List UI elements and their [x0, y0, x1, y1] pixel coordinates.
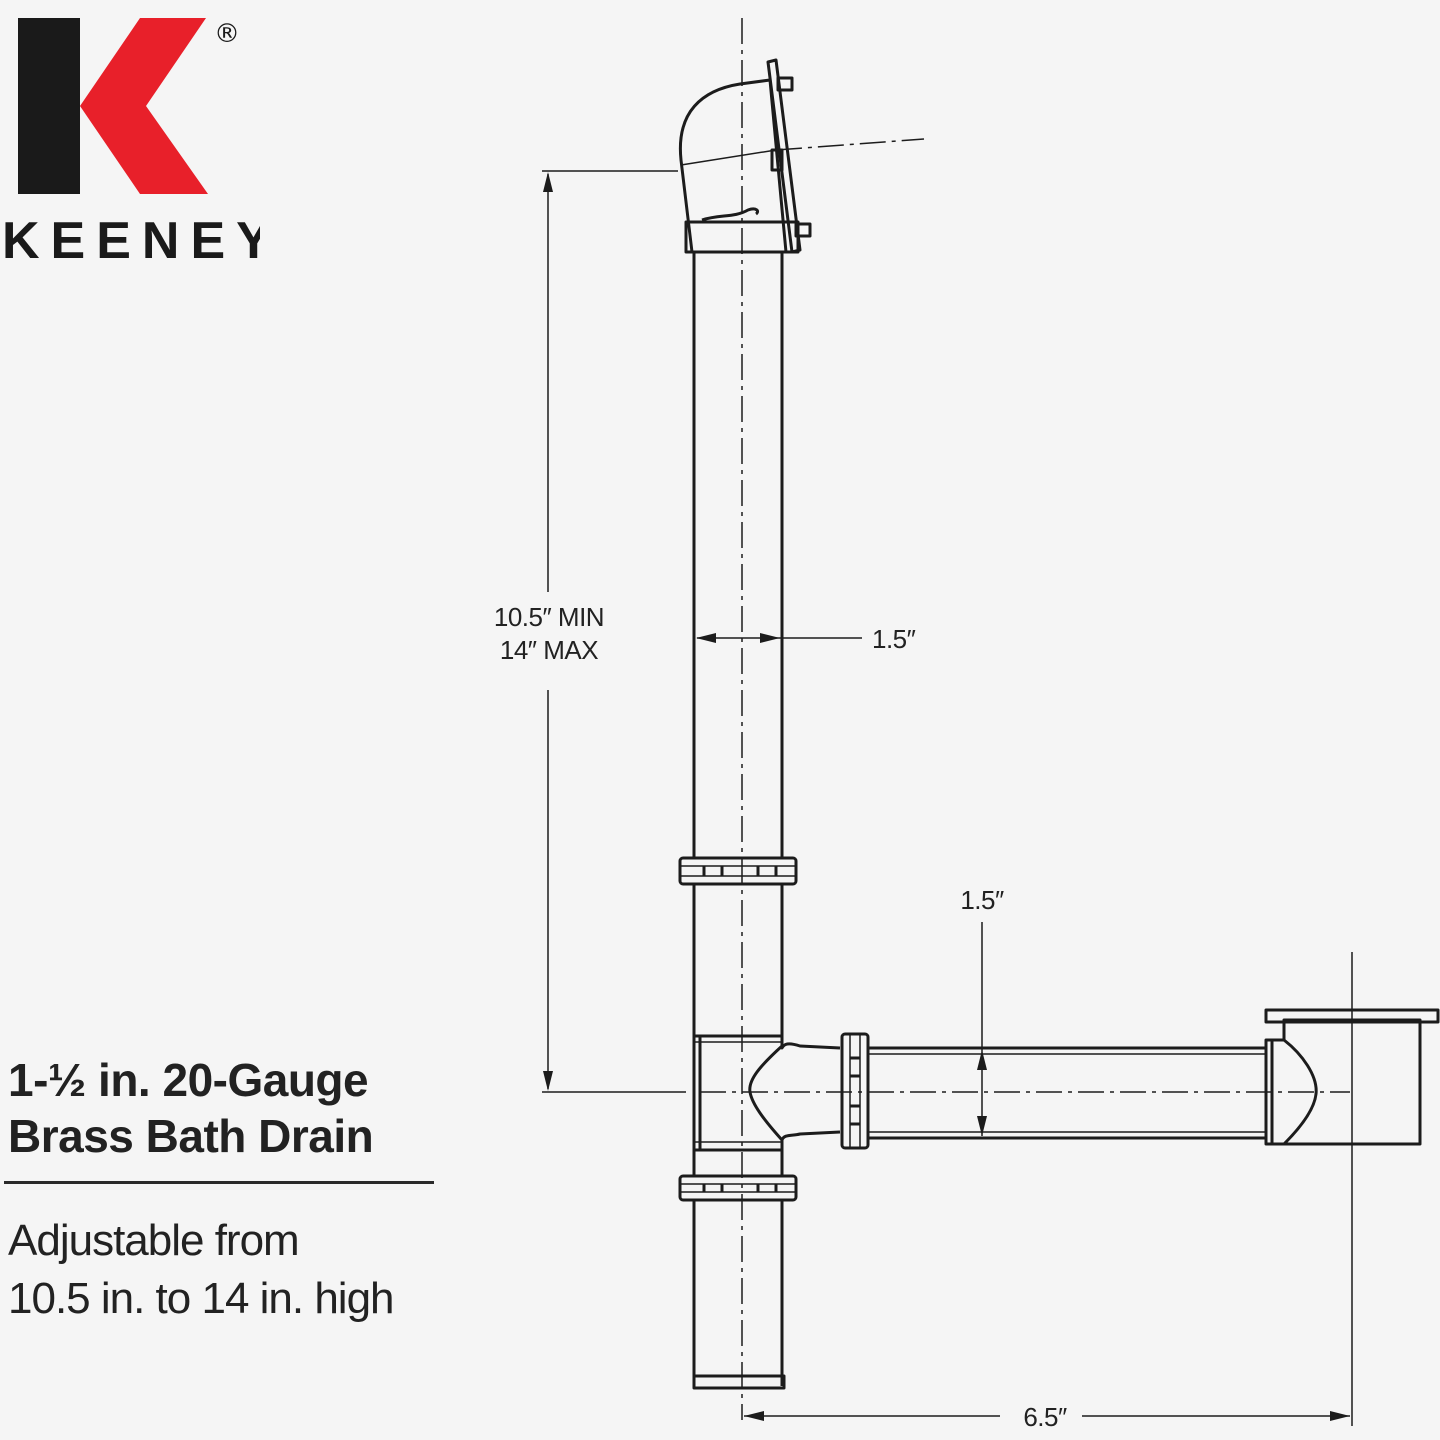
horizontal-length-label: 6.5″	[1023, 1402, 1067, 1432]
hpipe-arrow-top	[977, 1050, 987, 1070]
height-arrow-top	[543, 172, 553, 192]
title-divider	[4, 1181, 434, 1184]
tee-upper-tube	[692, 884, 784, 1038]
product-title-line-1: 1-½ in. 20-Gauge	[8, 1054, 369, 1106]
logo-wordmark: KEENEY	[2, 212, 260, 270]
drain-shoe-tube	[868, 1046, 1266, 1140]
tee-fitting	[692, 1034, 841, 1152]
vertical-pipe-diameter-label: 1.5″	[872, 624, 916, 654]
keeney-logo: ® KEENEY	[2, 18, 260, 270]
product-subtitle-line-2: 10.5 in. to 14 in. high	[8, 1274, 395, 1323]
vpipe-arrow-right	[760, 633, 780, 643]
product-subtitle-line-1: Adjustable from	[8, 1216, 300, 1265]
vpipe-arrow-left	[696, 633, 716, 643]
height-max-label: 14″ MAX	[500, 635, 598, 665]
length-arrow-left	[744, 1411, 764, 1421]
length-arrow-right	[1330, 1411, 1350, 1421]
product-title-line-2: Brass Bath Drain	[8, 1110, 374, 1162]
logo-registered-mark: ®	[214, 19, 240, 49]
upper-slip-nut	[678, 856, 798, 886]
overflow-tube	[692, 252, 784, 858]
product-subtitle: Adjustable from 10.5 in. to 14 in. high	[8, 1212, 438, 1328]
overflow-elbow	[678, 78, 788, 253]
product-title: 1-½ in. 20-Gauge Brass Bath Drain	[8, 1052, 438, 1164]
hpipe-arrow-bottom	[977, 1116, 987, 1136]
tee-lower-neck	[692, 1150, 784, 1176]
horizontal-pipe-diameter-label: 1.5″	[960, 885, 1004, 915]
overflow-centerline	[775, 138, 925, 151]
logo-k-arrow-red	[80, 18, 208, 194]
horizontal-slip-nut	[840, 1032, 870, 1150]
tailpiece	[692, 1200, 786, 1390]
height-arrow-bottom	[543, 1071, 553, 1091]
height-min-label: 10.5″ MIN	[494, 602, 604, 632]
lower-slip-nut	[678, 1174, 798, 1202]
logo-k-stem	[18, 18, 80, 194]
overflow-faceplate	[766, 58, 812, 254]
